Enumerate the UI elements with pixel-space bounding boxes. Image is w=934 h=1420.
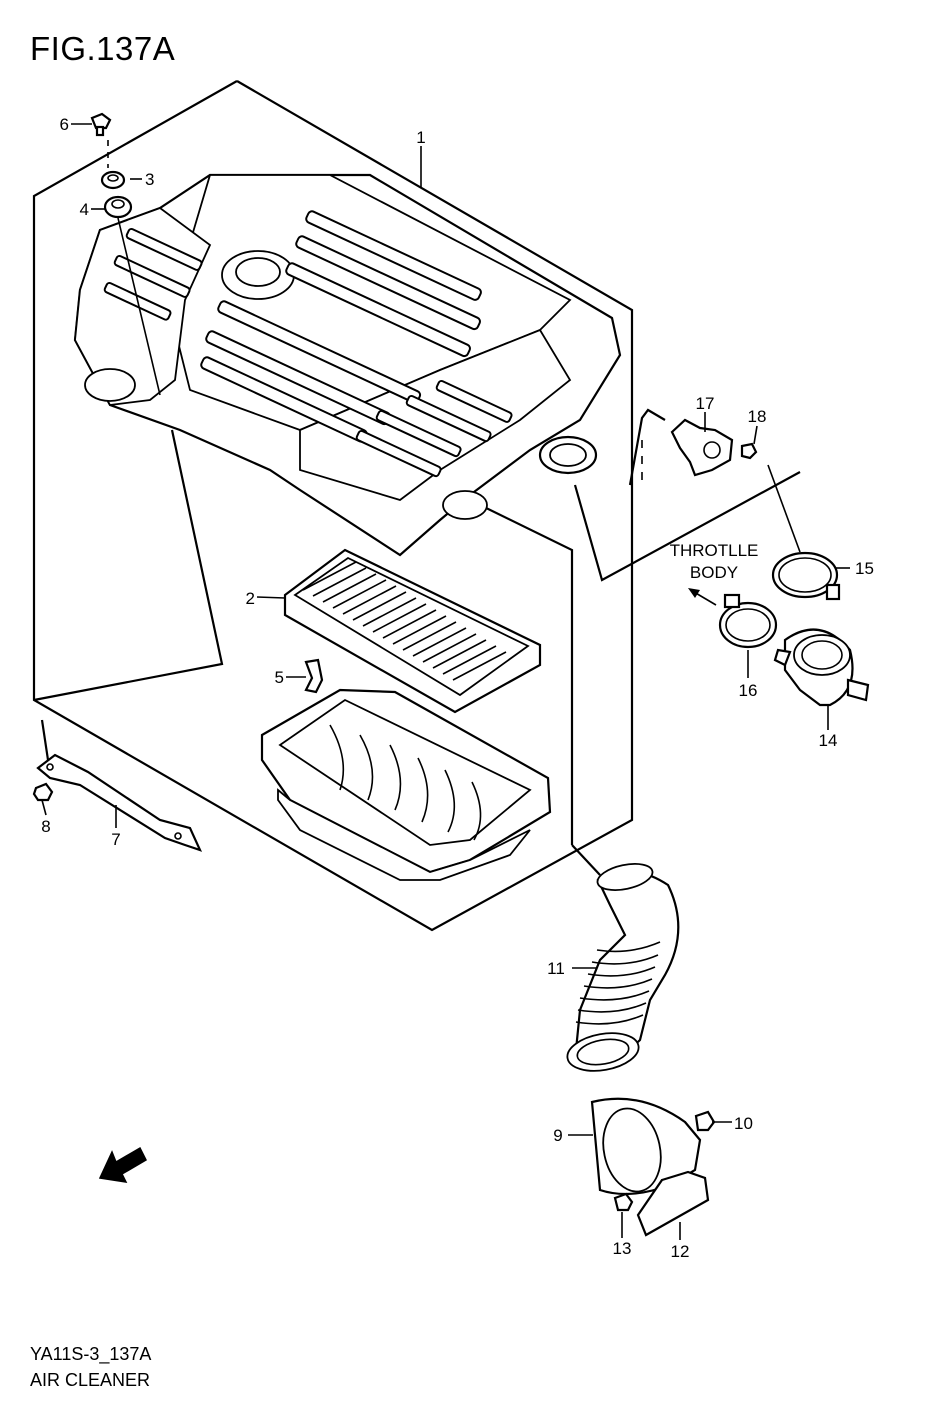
- hose-clamp-16[interactable]: [718, 593, 778, 649]
- bolt-10[interactable]: [694, 1110, 716, 1132]
- inlet-funnel[interactable]: [590, 1097, 702, 1197]
- callout-5: 5: [275, 668, 284, 687]
- callout-6: 6: [60, 115, 69, 134]
- callout-9: 9: [553, 1126, 562, 1145]
- grommet-4[interactable]: [103, 195, 133, 219]
- diagram-code: YA11S-3_137A: [30, 1344, 152, 1364]
- callout-4: 4: [80, 200, 89, 219]
- callout-13: 13: [613, 1239, 632, 1258]
- grommet-3[interactable]: [100, 170, 126, 190]
- hose-bellows: [575, 941, 661, 1025]
- callout-3: 3: [145, 170, 154, 189]
- clip[interactable]: [304, 658, 324, 694]
- hose-clamp-15[interactable]: [771, 551, 841, 601]
- callout-2: 2: [246, 589, 255, 608]
- filter-pleats: [302, 561, 507, 681]
- callout-7: 7: [111, 830, 120, 849]
- throttle-inlet-duct[interactable]: [773, 628, 870, 707]
- callout-18: 18: [748, 407, 767, 426]
- diagram-name: AIR CLEANER: [30, 1370, 151, 1390]
- assembly-boundary: [32, 80, 634, 932]
- throttle-body-arrow: [688, 588, 717, 606]
- callout-11: 11: [547, 959, 565, 978]
- air-cleaner-lower-case[interactable]: [260, 688, 552, 881]
- callout-12: 12: [671, 1242, 690, 1261]
- bolt-13[interactable]: [613, 1192, 634, 1212]
- figure-title: FIG.137A: [30, 30, 176, 67]
- fwd-arrow-icon: FWD: [98, 1146, 147, 1183]
- callout-14: 14: [819, 731, 838, 750]
- lower-case-ribs: [329, 724, 482, 841]
- screw-18[interactable]: [740, 442, 758, 460]
- air-flow-sensor[interactable]: [670, 418, 734, 477]
- leader-lines: [41, 123, 850, 1240]
- callout-17: 17: [696, 394, 715, 413]
- sensor-boundary: [573, 408, 801, 582]
- bolt-6[interactable]: [90, 112, 112, 137]
- callout-10: 10: [734, 1114, 753, 1133]
- callout-16: 16: [739, 681, 758, 700]
- callout-1: 1: [416, 128, 425, 147]
- filter-element[interactable]: [283, 548, 542, 714]
- air-cleaner-cover[interactable]: [73, 173, 622, 557]
- throttle-body-label-line1: THROTLLE: [670, 541, 759, 560]
- bracket[interactable]: [36, 753, 203, 852]
- callout-labels: 1 2 3 4 5 6 7 8 9 10 11 12 13 14 15 16 1…: [41, 115, 874, 1261]
- callout-8: 8: [41, 817, 50, 836]
- bolt-8[interactable]: [32, 782, 54, 802]
- mounting-plate[interactable]: [636, 1170, 710, 1237]
- intake-hose[interactable]: [564, 859, 680, 1076]
- cover-ribs: [103, 210, 513, 478]
- callout-15: 15: [855, 559, 874, 578]
- throttle-body-label-line2: BODY: [690, 563, 738, 582]
